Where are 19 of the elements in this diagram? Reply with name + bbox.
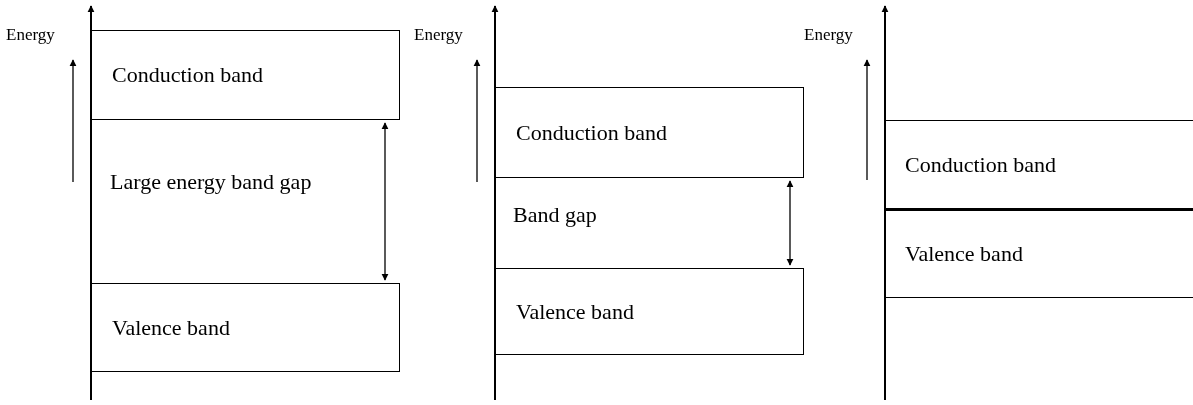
band-box — [885, 120, 1193, 210]
axis-label: Energy — [6, 24, 55, 46]
band-label: Conduction band — [112, 61, 264, 89]
band-box — [885, 210, 1193, 298]
band-label: Valence band — [516, 297, 635, 326]
band-label: Valence band — [905, 240, 1024, 268]
gap-label: Band gap — [513, 201, 597, 229]
gap-label: Large energy band gap — [110, 168, 312, 196]
band-label: Conduction band — [516, 118, 668, 147]
band-box — [91, 283, 400, 372]
axis-label: Energy — [804, 24, 853, 46]
band-label: Conduction band — [905, 150, 1057, 179]
band-label: Valence band — [112, 313, 231, 342]
axis-label: Energy — [414, 24, 463, 46]
band-box — [495, 268, 804, 355]
double-arrow — [786, 180, 794, 266]
band-box — [91, 30, 400, 120]
band-box — [495, 87, 804, 178]
double-arrow — [381, 122, 389, 281]
